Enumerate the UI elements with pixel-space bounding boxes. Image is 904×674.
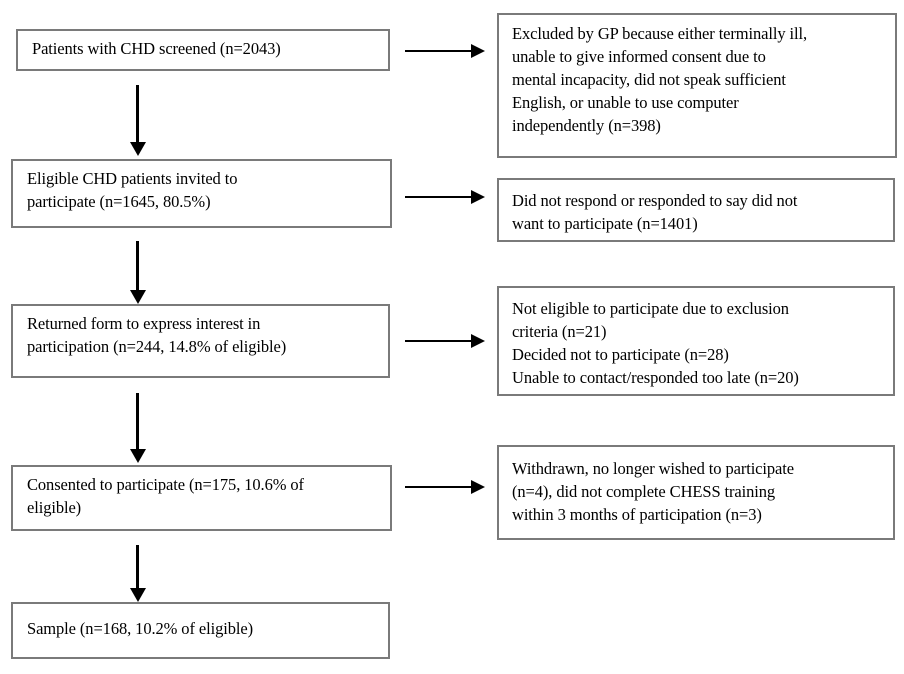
flow-node-sample: Sample (n=168, 10.2% of eligible) (11, 602, 390, 659)
arrow-screened-to-excluded-by-gp (405, 50, 472, 52)
arrow-consented-to-withdrawn (405, 486, 472, 488)
flow-node-consented: Consented to participate (n=175, 10.6% o… (11, 465, 392, 531)
flow-node-screened: Patients with CHD screened (n=2043) (16, 29, 390, 71)
flow-node-returned-form: Returned form to express interest in par… (11, 304, 390, 378)
arrow-screened-to-invited (136, 85, 139, 143)
arrow-returned-form-to-consented (136, 393, 139, 450)
exclusion-node-withdrawn: Withdrawn, no longer wished to participa… (497, 445, 895, 540)
arrow-returned-form-to-not-eligible (405, 340, 472, 342)
flow-node-invited: Eligible CHD patients invited to partici… (11, 159, 392, 228)
exclusion-node-not-eligible: Not eligible to participate due to exclu… (497, 286, 895, 396)
exclusion-node-excluded-by-gp: Excluded by GP because either terminally… (497, 13, 897, 158)
arrow-consented-to-sample (136, 545, 139, 589)
exclusion-node-no-response: Did not respond or responded to say did … (497, 178, 895, 242)
arrow-invited-to-no-response (405, 196, 472, 198)
arrow-invited-to-returned-form (136, 241, 139, 291)
